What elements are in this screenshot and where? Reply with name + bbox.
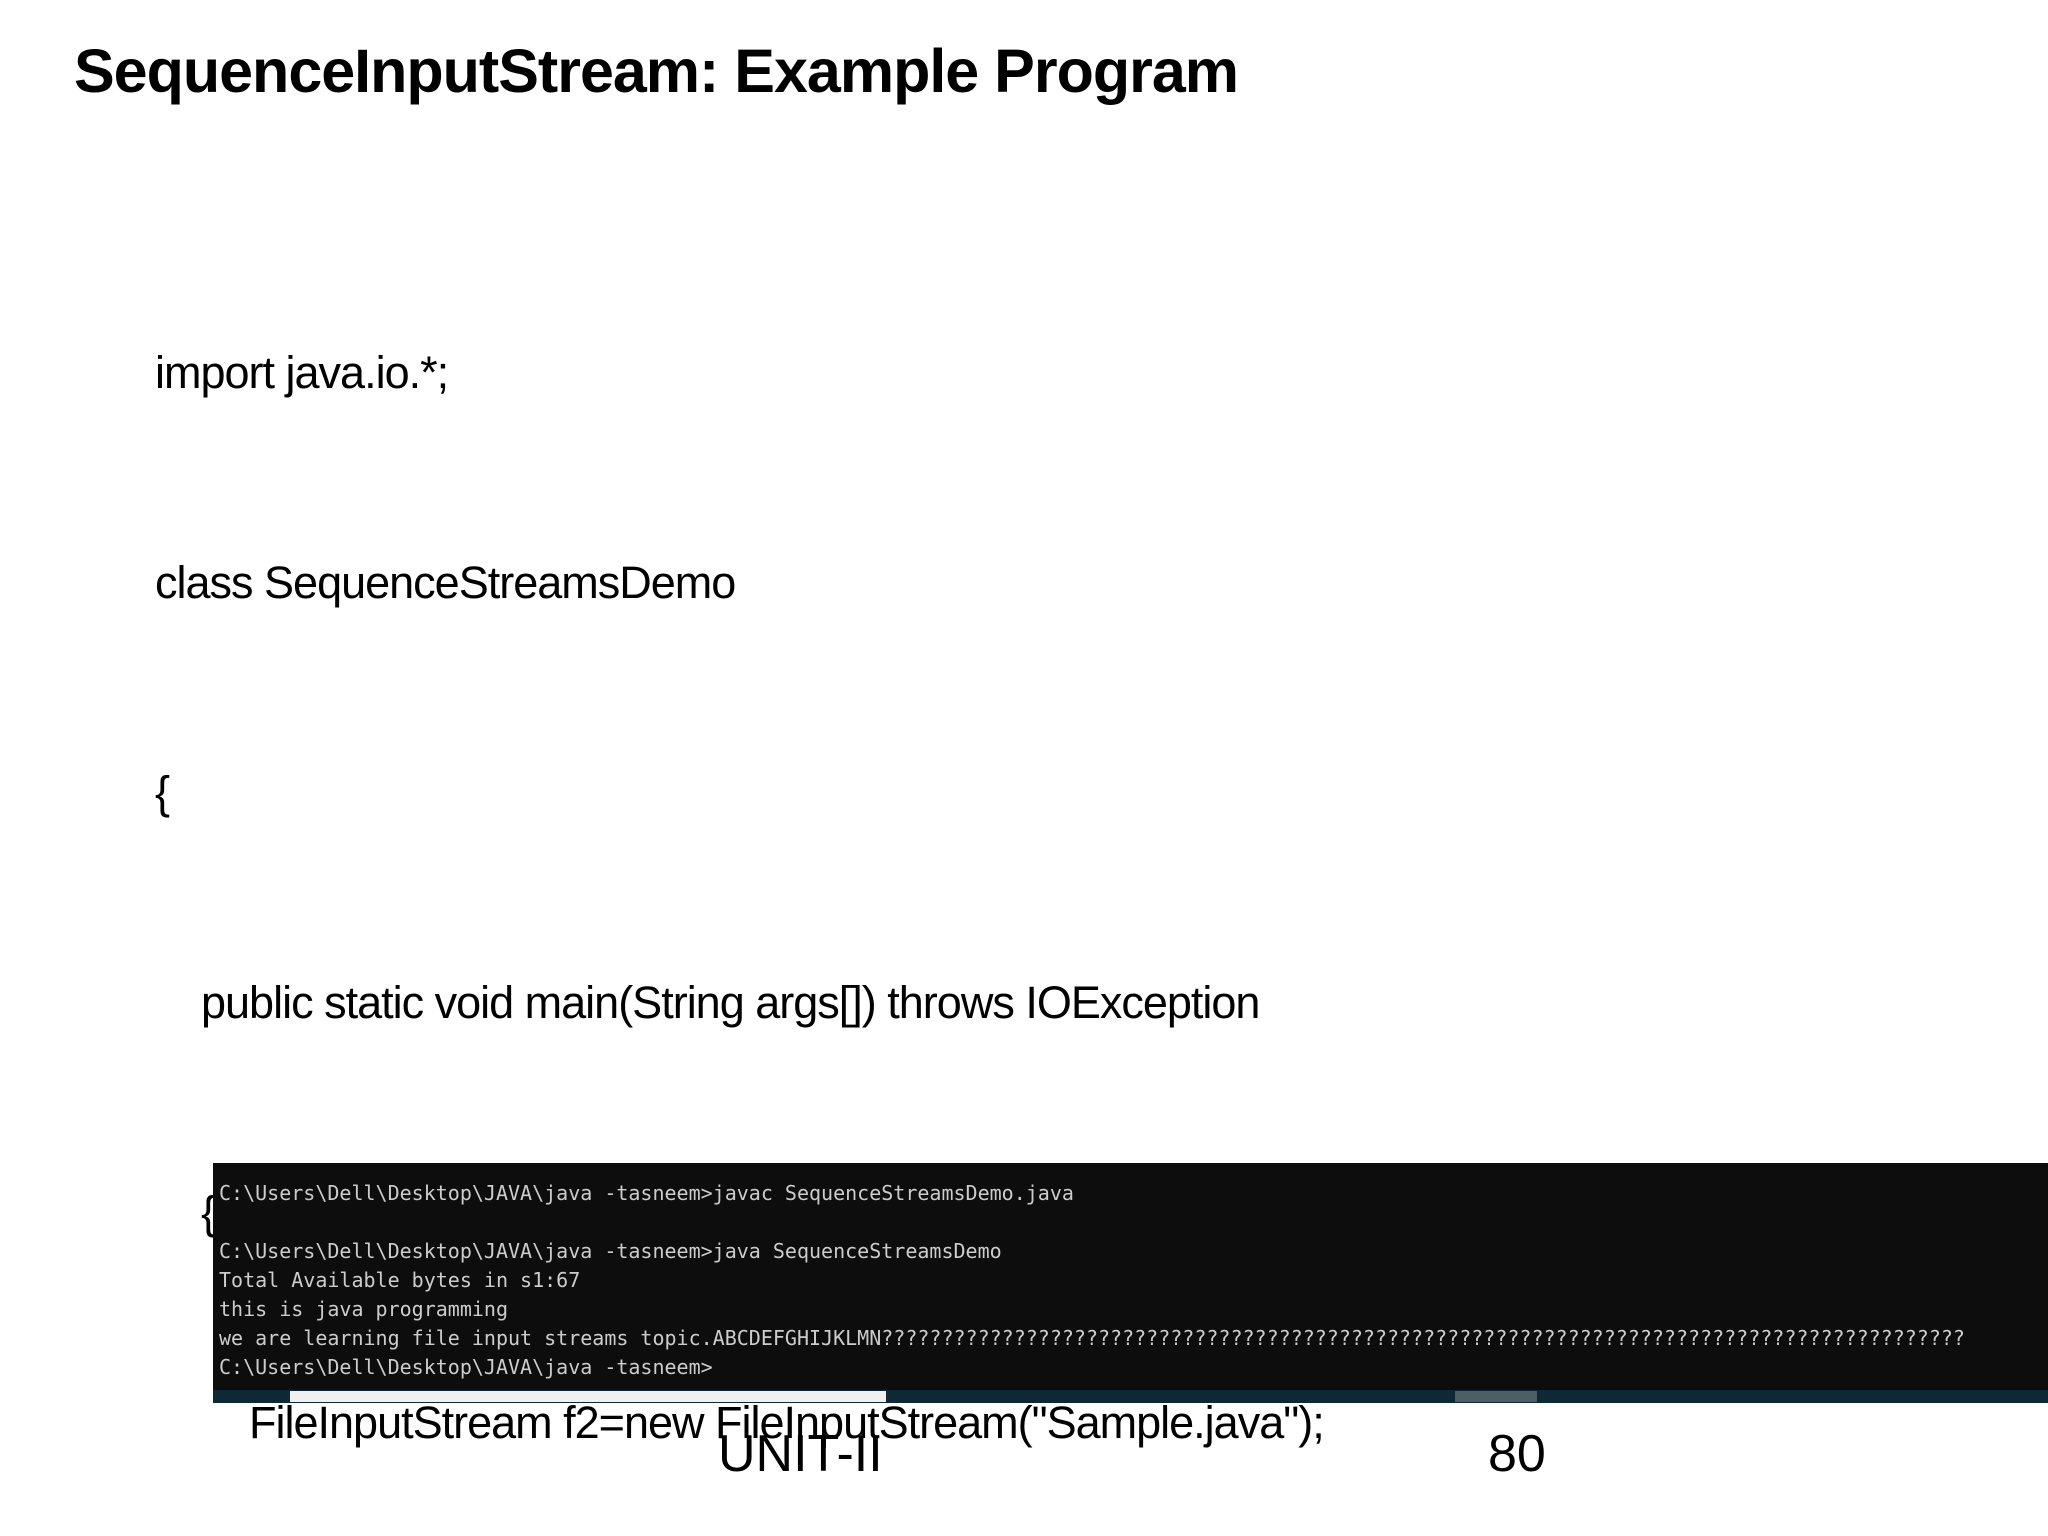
terminal-line: this is java programming: [219, 1297, 508, 1321]
terminal-line: Total Available bytes in s1:67: [219, 1268, 581, 1292]
terminal-line: C:\Users\Dell\Desktop\JAVA\java -tasneem…: [219, 1355, 713, 1379]
terminal-line: [219, 1208, 2048, 1237]
code-line: public static void main(String args[]) t…: [201, 977, 1260, 1028]
terminal-line: we are learning file input streams topic…: [219, 1326, 1965, 1350]
scrollbar-thumb: [290, 1391, 886, 1402]
terminal-screenshot: C:\Users\Dell\Desktop\JAVA\java -tasneem…: [213, 1163, 2048, 1403]
footer-page-number: 80: [1488, 1425, 1546, 1483]
code-block: import java.io.*; class SequenceStreamsD…: [155, 198, 1450, 1536]
scrollbar-fragment: [1455, 1391, 1537, 1402]
code-line: {: [201, 1187, 216, 1238]
terminal-horizontal-scrollbar: [213, 1390, 2048, 1403]
terminal-line: C:\Users\Dell\Desktop\JAVA\java -tasneem…: [219, 1181, 1074, 1205]
code-line: {: [155, 767, 170, 818]
footer-unit-label: UNIT-II: [718, 1425, 883, 1483]
code-line: FileInputStream f2=new FileInputStream("…: [249, 1397, 1325, 1448]
terminal-line: C:\Users\Dell\Desktop\JAVA\java -tasneem…: [219, 1239, 1002, 1263]
slide-title: SequenceInputStream: Example Program: [74, 37, 1239, 105]
code-line: import java.io.*;: [155, 347, 449, 398]
code-line: class SequenceStreamsDemo: [155, 557, 736, 608]
